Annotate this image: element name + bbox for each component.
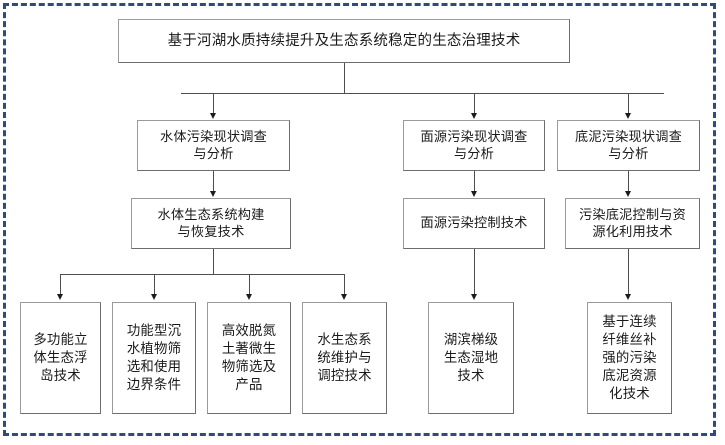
connector-leaf-stem-left [213,249,214,274]
connector-level2-bus [181,93,664,94]
root-node[interactable]: 基于河湖水质持续提升及生态系统稳定的生态治理技术 [118,19,570,63]
level3-node-aquatic-ecosystem-restoration[interactable]: 水体生态系统构建 与恢复技术 [131,198,291,249]
connector-leaf-drop-3 [249,274,250,296]
leaf-node-fiber-reinforced-sediment[interactable]: 基于连续 纤维丝补 强的污染 底泥资源 化技术 [587,302,672,414]
arrowhead-level3-3 [625,191,631,197]
level2-node-water-pollution-survey[interactable]: 水体污染现状调查 与分析 [137,120,290,171]
leaf-node-ecosystem-maintenance[interactable]: 水生态系 统维护与 调控技术 [302,302,387,414]
level3-node-nonpoint-source-control[interactable]: 面源污染控制技术 [403,198,545,249]
arrowhead-leaf-2 [151,294,157,300]
leaf-node-submerged-plants[interactable]: 功能型沉 水植物筛 选和使用 边界条件 [112,302,196,414]
level2-node-sediment-pollution-survey[interactable]: 底泥污染现状调查 与分析 [557,120,700,171]
arrowhead-level2-3 [625,113,631,119]
level2-node-nonpoint-source-survey[interactable]: 面源污染现状调查 与分析 [403,120,545,171]
connector-level2-drop-1 [213,93,214,115]
arrowhead-level3-2 [471,191,477,197]
connector-root-stem [344,63,345,93]
leaf-node-floating-island[interactable]: 多功能立 体生态浮 岛技术 [20,302,101,414]
arrowhead-leaf-5 [471,294,477,300]
connector-leaf-bus-left [60,274,344,275]
arrowhead-level2-1 [210,113,216,119]
connector-level3-drop-1 [213,171,214,193]
arrowhead-level3-1 [210,191,216,197]
connector-level2-drop-2 [474,93,475,115]
connector-leaf-drop-2 [154,274,155,296]
connector-leaf-drop-5 [474,249,475,296]
connector-leaf-drop-6 [628,249,629,296]
leaf-node-lakeside-wetland[interactable]: 湖滨梯级 生态湿地 技术 [428,302,514,414]
connector-leaf-drop-4 [344,274,345,296]
level3-node-sediment-control-resourceization[interactable]: 污染底泥控制与资 源化利用技术 [565,198,700,249]
leaf-node-denitrifying-microbes[interactable]: 高效脱氮 土著微生 物筛选及 产品 [207,302,291,414]
arrowhead-leaf-1 [57,294,63,300]
connector-level3-drop-3 [628,171,629,193]
arrowhead-leaf-3 [246,294,252,300]
arrowhead-leaf-6 [625,294,631,300]
connector-leaf-drop-1 [60,274,61,296]
connector-level3-drop-2 [474,171,475,193]
dashed-outer-frame [3,3,716,436]
arrowhead-level2-2 [471,113,477,119]
arrowhead-leaf-4 [341,294,347,300]
connector-level2-drop-3 [628,93,629,115]
